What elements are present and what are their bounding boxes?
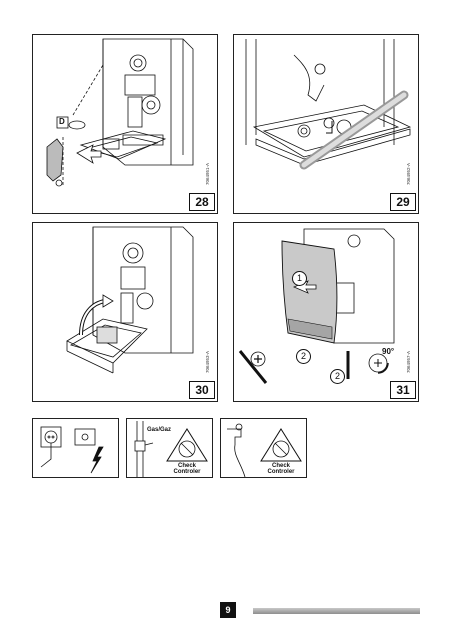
- controler-label: Controler: [267, 469, 295, 475]
- page-number: 9: [220, 602, 236, 618]
- gas-check-icon-box: Gas/Gaz Check Controler: [126, 418, 213, 478]
- figure-30-panel: 7064953-A 30: [32, 222, 218, 402]
- check-label: Check: [177, 463, 196, 469]
- figure-code: 7064953-A: [205, 350, 210, 373]
- footer-bar: [253, 608, 420, 614]
- figure-29-panel: 7064952-A 29: [233, 34, 419, 214]
- figure-28-panel: D 7064951-A 28: [32, 34, 218, 214]
- water-tap-check-icon: [227, 423, 302, 477]
- figure-code: 7064957-A: [406, 350, 411, 373]
- step-1-marker: 1: [292, 271, 307, 286]
- tray-opening-illustration: [66, 226, 194, 374]
- gas-pipe-check-icon: [134, 421, 208, 477]
- figure-number: 29: [390, 193, 416, 211]
- figure-code: 7064951-A: [205, 162, 210, 185]
- electrical-icon-box: [32, 418, 119, 478]
- boiler-removal-illustration: [46, 38, 194, 187]
- step-2-marker: 2: [296, 349, 311, 364]
- figure-number: 28: [189, 193, 215, 211]
- rotation-angle: 90°: [382, 347, 395, 356]
- check-label: Check: [271, 463, 290, 469]
- label-d: D: [59, 117, 65, 126]
- electrical-socket-icon: [40, 426, 104, 474]
- controler-label: Controler: [173, 469, 201, 475]
- boiler-bottom-illustration: [245, 39, 412, 170]
- water-check-icon-box: Check Controler: [220, 418, 307, 478]
- figure-number: 30: [189, 381, 215, 399]
- figure-31-panel: 1 2 2 90° 7064957-A 31: [233, 222, 419, 402]
- gas-label: Gas/Gaz: [147, 427, 172, 433]
- figure-code: 7064952-A: [406, 162, 411, 185]
- front-cover-illustration: [238, 228, 395, 384]
- step-2b-marker: 2: [330, 369, 345, 384]
- figure-number: 31: [390, 381, 416, 399]
